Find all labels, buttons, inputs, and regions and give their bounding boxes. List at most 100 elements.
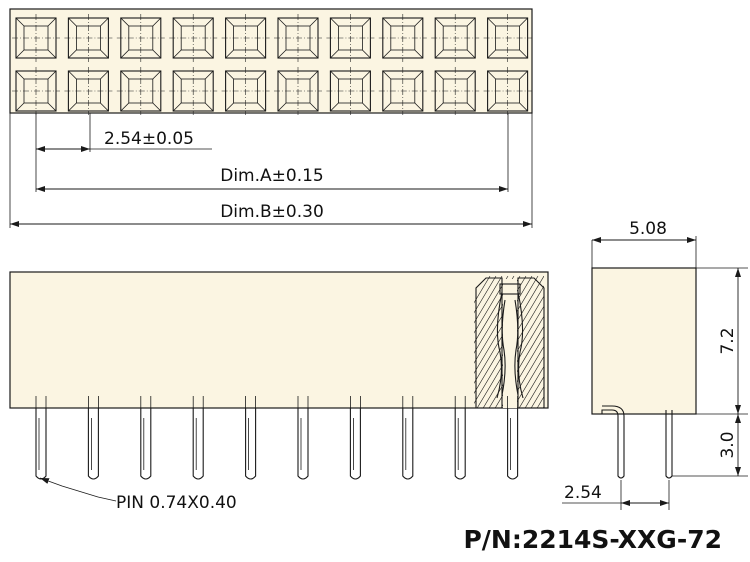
cell-bevel — [68, 49, 77, 59]
cell-bevel — [309, 49, 319, 59]
contact-cell — [483, 14, 532, 62]
pin — [349, 396, 361, 480]
cell-bevel — [225, 102, 234, 112]
pin — [140, 396, 152, 480]
cell-bevel — [330, 49, 339, 59]
pin — [87, 396, 99, 480]
contact-cell — [274, 14, 322, 62]
cell-bevel — [47, 49, 57, 59]
cell-bevel — [382, 49, 392, 59]
cavity-clear — [503, 279, 517, 408]
cell-bevel — [257, 49, 266, 59]
contact-cell — [378, 14, 427, 62]
cell-bevel — [487, 17, 496, 27]
cell-bevel — [100, 49, 109, 59]
pin-body — [87, 408, 99, 480]
top-view: 2.54±0.05 Dim.A±0.15 Dim.B±0.30 — [9, 8, 533, 228]
cell-bevel — [120, 70, 130, 80]
cell-bevel — [225, 49, 234, 59]
contact-cell — [12, 67, 60, 115]
cell-bevel — [172, 70, 182, 80]
pin — [507, 396, 519, 480]
spring-contact-inner-left — [501, 299, 506, 396]
cell-bevel — [120, 102, 130, 112]
pin-body — [349, 408, 361, 480]
side-view-body — [591, 267, 697, 415]
cell-bevel — [362, 70, 371, 80]
contact-cell — [221, 67, 270, 115]
hatch-line — [518, 365, 544, 408]
cell-bevel — [47, 102, 57, 112]
cell-bevel — [47, 70, 57, 80]
spring-contact-inner-right — [514, 299, 519, 396]
cell-bevel — [152, 70, 162, 80]
contact-cell — [378, 67, 427, 115]
pin-body — [245, 408, 257, 480]
cell-bevel — [466, 17, 476, 27]
cell-bevel — [68, 17, 77, 27]
cell-bevel — [100, 17, 109, 27]
contact-cell — [274, 67, 322, 115]
contact-cell — [431, 14, 480, 62]
cell-bevel — [204, 17, 214, 27]
part-number: P/N:2214S-XXG-72 — [463, 525, 722, 554]
cell-bevel — [277, 49, 287, 59]
cell-bevel — [277, 102, 287, 112]
contact-cell — [116, 14, 165, 62]
cell-bevel — [204, 70, 214, 80]
cell-bevel — [466, 49, 476, 59]
contact-cell — [169, 67, 218, 115]
cell-bevel — [152, 102, 162, 112]
cell-bevel — [382, 102, 392, 112]
dim-b-label: Dim.B±0.30 — [220, 202, 324, 222]
hatch-line — [474, 276, 503, 324]
cell-bevel — [15, 17, 25, 27]
hatch-line — [474, 276, 497, 314]
cell-bevel — [47, 17, 57, 27]
cell-bevel — [487, 102, 496, 112]
cell-bevel — [434, 49, 444, 59]
cell-bevel — [172, 17, 182, 27]
dim-a-label: Dim.A±0.15 — [220, 166, 324, 186]
pin-body — [35, 408, 47, 480]
cell-bevel — [152, 17, 162, 27]
cell-bevel — [257, 70, 266, 80]
pin — [454, 396, 466, 480]
cell-bevel — [309, 102, 319, 112]
cell-bevel — [414, 102, 424, 112]
cell-bevel — [257, 17, 266, 27]
cell-bevel — [172, 49, 182, 59]
hatch-line — [474, 276, 509, 334]
pin-body — [297, 408, 309, 480]
pin-body — [507, 408, 519, 480]
cell-bevel — [15, 70, 25, 80]
contact-cell — [221, 14, 270, 62]
cell-bevel — [434, 70, 444, 80]
cell-bevel — [309, 17, 319, 27]
cell-bevel — [330, 17, 339, 27]
contact-head — [499, 283, 521, 295]
cell-bevel — [204, 102, 214, 112]
pin-label: PIN 0.74X0.40 — [116, 493, 237, 513]
side-pitch-label: 2.54 — [564, 483, 602, 503]
cell-bevel — [330, 70, 339, 80]
cell-bevel — [100, 102, 109, 112]
cut-away-section — [474, 273, 545, 408]
cell-bevel — [330, 102, 339, 112]
cell-bevel — [152, 49, 162, 59]
contact-grid — [12, 14, 532, 115]
cell-bevel — [362, 17, 371, 27]
pin — [297, 396, 309, 480]
cell-bevel — [434, 17, 444, 27]
cell-bevel — [519, 17, 528, 27]
spring-contact-right — [517, 291, 524, 399]
front-view: PIN 0.74X0.40 — [9, 271, 549, 513]
hatch-line — [488, 315, 544, 408]
contact-cell — [483, 67, 532, 115]
cell-bevel — [414, 17, 424, 27]
cell-bevel — [120, 17, 130, 27]
pin-body — [192, 408, 204, 480]
cell-bevel — [487, 49, 496, 59]
hatch-line — [474, 276, 533, 374]
